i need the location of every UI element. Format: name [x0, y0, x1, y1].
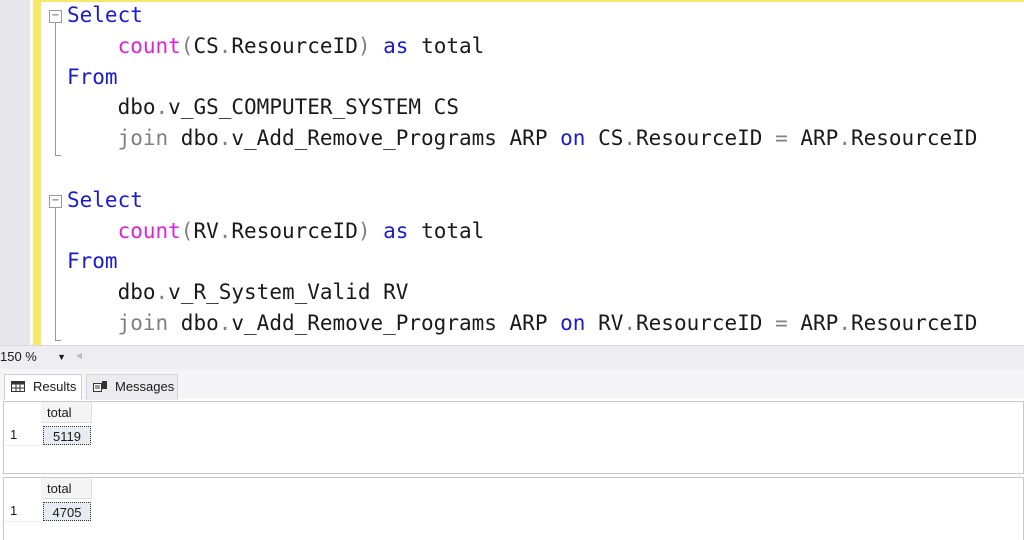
- tab-messages[interactable]: Messages: [86, 374, 178, 400]
- fold-guide: [55, 207, 56, 340]
- code-token: [67, 126, 118, 150]
- code-token: join: [117, 126, 169, 151]
- code-token: ResourceID: [636, 311, 776, 335]
- code-line[interactable]: dbo.v_GS_COMPUTER_SYSTEM CS: [67, 92, 459, 123]
- code-token: count: [117, 218, 181, 243]
- code-token: ResourceID: [850, 126, 978, 151]
- column-header[interactable]: total: [41, 402, 92, 423]
- code-line[interactable]: dbo.v_R_System_Valid RV: [67, 277, 409, 308]
- code-token: .: [623, 311, 637, 335]
- code-token: join: [117, 311, 169, 335]
- code-line[interactable]: join dbo.v_Add_Remove_Programs ARP on CS…: [67, 123, 978, 154]
- code-token: ResourceID: [231, 33, 358, 58]
- result-grid-1[interactable]: total 1 5119: [3, 401, 1024, 474]
- code-token: ): [357, 33, 371, 58]
- code-token: v_Add_Remove_Programs ARP: [231, 311, 561, 335]
- messages-icon: [93, 381, 107, 392]
- code-token: ARP: [787, 311, 839, 335]
- code-line[interactable]: From: [67, 246, 118, 277]
- result-cell[interactable]: 4705: [43, 502, 91, 521]
- code-token: ARP: [787, 126, 839, 151]
- code-token: dbo: [168, 126, 219, 151]
- code-token: [67, 34, 118, 58]
- tab-results[interactable]: Results: [4, 374, 82, 400]
- change-tracking-bar: [33, 0, 41, 345]
- code-token: Select: [67, 187, 143, 212]
- fold-guide: [55, 22, 56, 155]
- code-token: .: [218, 218, 232, 243]
- code-token: .: [623, 126, 637, 151]
- chevron-down-icon: ▼: [57, 352, 66, 362]
- code-token: .: [838, 311, 851, 335]
- zoom-dropdown[interactable]: 150 % ▼: [0, 348, 68, 366]
- code-token: (: [180, 218, 194, 243]
- code-token: [371, 34, 384, 58]
- code-token: RV: [585, 311, 624, 335]
- code-token: ): [357, 218, 371, 243]
- code-token: v_Add_Remove_Programs ARP: [231, 126, 561, 151]
- code-token: =: [775, 311, 788, 335]
- code-line[interactable]: join dbo.v_Add_Remove_Programs ARP on RV…: [67, 308, 978, 339]
- code-token: ResourceID: [231, 218, 358, 243]
- collapse-icon[interactable]: −: [49, 10, 62, 23]
- code-token: (: [180, 33, 194, 58]
- code-token: as: [383, 33, 409, 58]
- code-token: From: [67, 64, 118, 89]
- code-token: ResourceID: [636, 126, 776, 151]
- code-token: .: [838, 126, 851, 151]
- code-line[interactable]: Select: [67, 0, 143, 31]
- code-token: ResourceID: [850, 311, 978, 335]
- tab-messages-label: Messages: [115, 379, 175, 394]
- zoom-value: 150 %: [0, 349, 37, 364]
- code-token: count: [117, 33, 181, 58]
- code-token: .: [218, 311, 232, 335]
- code-token: dbo: [67, 280, 156, 305]
- grid-icon: [11, 381, 25, 392]
- code-token: as: [383, 218, 409, 243]
- code-token: .: [155, 95, 169, 120]
- column-header[interactable]: total: [41, 478, 92, 499]
- code-token: dbo: [67, 95, 156, 120]
- tab-results-label: Results: [33, 379, 77, 394]
- code-token: CS: [585, 126, 624, 151]
- code-token: From: [67, 249, 118, 274]
- code-token: .: [218, 33, 232, 58]
- code-line[interactable]: count(CS.ResourceID) as total: [67, 31, 485, 62]
- code-token: =: [775, 126, 788, 151]
- code-token: .: [218, 126, 232, 151]
- code-line[interactable]: From: [67, 62, 118, 93]
- line-number-gutter: [0, 0, 30, 345]
- change-tracking-top: [41, 0, 1024, 2]
- code-line[interactable]: Select: [67, 185, 143, 216]
- code-token: v_GS_COMPUTER_SYSTEM CS: [168, 95, 459, 120]
- code-token: RV: [193, 218, 219, 243]
- code-token: on: [560, 311, 586, 335]
- code-token: on: [560, 126, 586, 151]
- code-token: total: [408, 33, 485, 58]
- result-grid-2[interactable]: total 1 4705: [3, 477, 1024, 540]
- code-token: CS: [193, 33, 219, 58]
- code-token: dbo: [168, 311, 219, 335]
- code-token: .: [155, 280, 169, 305]
- result-cell[interactable]: 5119: [43, 426, 91, 445]
- code-token: v_R_System_Valid RV: [168, 280, 409, 305]
- fold-guide-end: [55, 340, 61, 341]
- code-token: [67, 219, 118, 243]
- results-tabs: Results Messages: [0, 369, 1024, 400]
- row-number[interactable]: 1: [4, 424, 40, 446]
- code-token: [371, 219, 384, 243]
- query-editor[interactable]: − − Select count(CS.ResourceID) as total…: [41, 0, 1024, 345]
- row-number[interactable]: 1: [4, 500, 40, 522]
- scroll-left-icon[interactable]: ◂: [76, 348, 83, 362]
- code-line[interactable]: count(RV.ResourceID) as total: [67, 216, 485, 247]
- code-token: [67, 311, 118, 335]
- editor-status-bar: 150 % ▼ ◂: [0, 345, 1024, 369]
- code-token: total: [408, 218, 485, 243]
- code-token: Select: [67, 3, 143, 27]
- fold-guide-end: [55, 155, 61, 156]
